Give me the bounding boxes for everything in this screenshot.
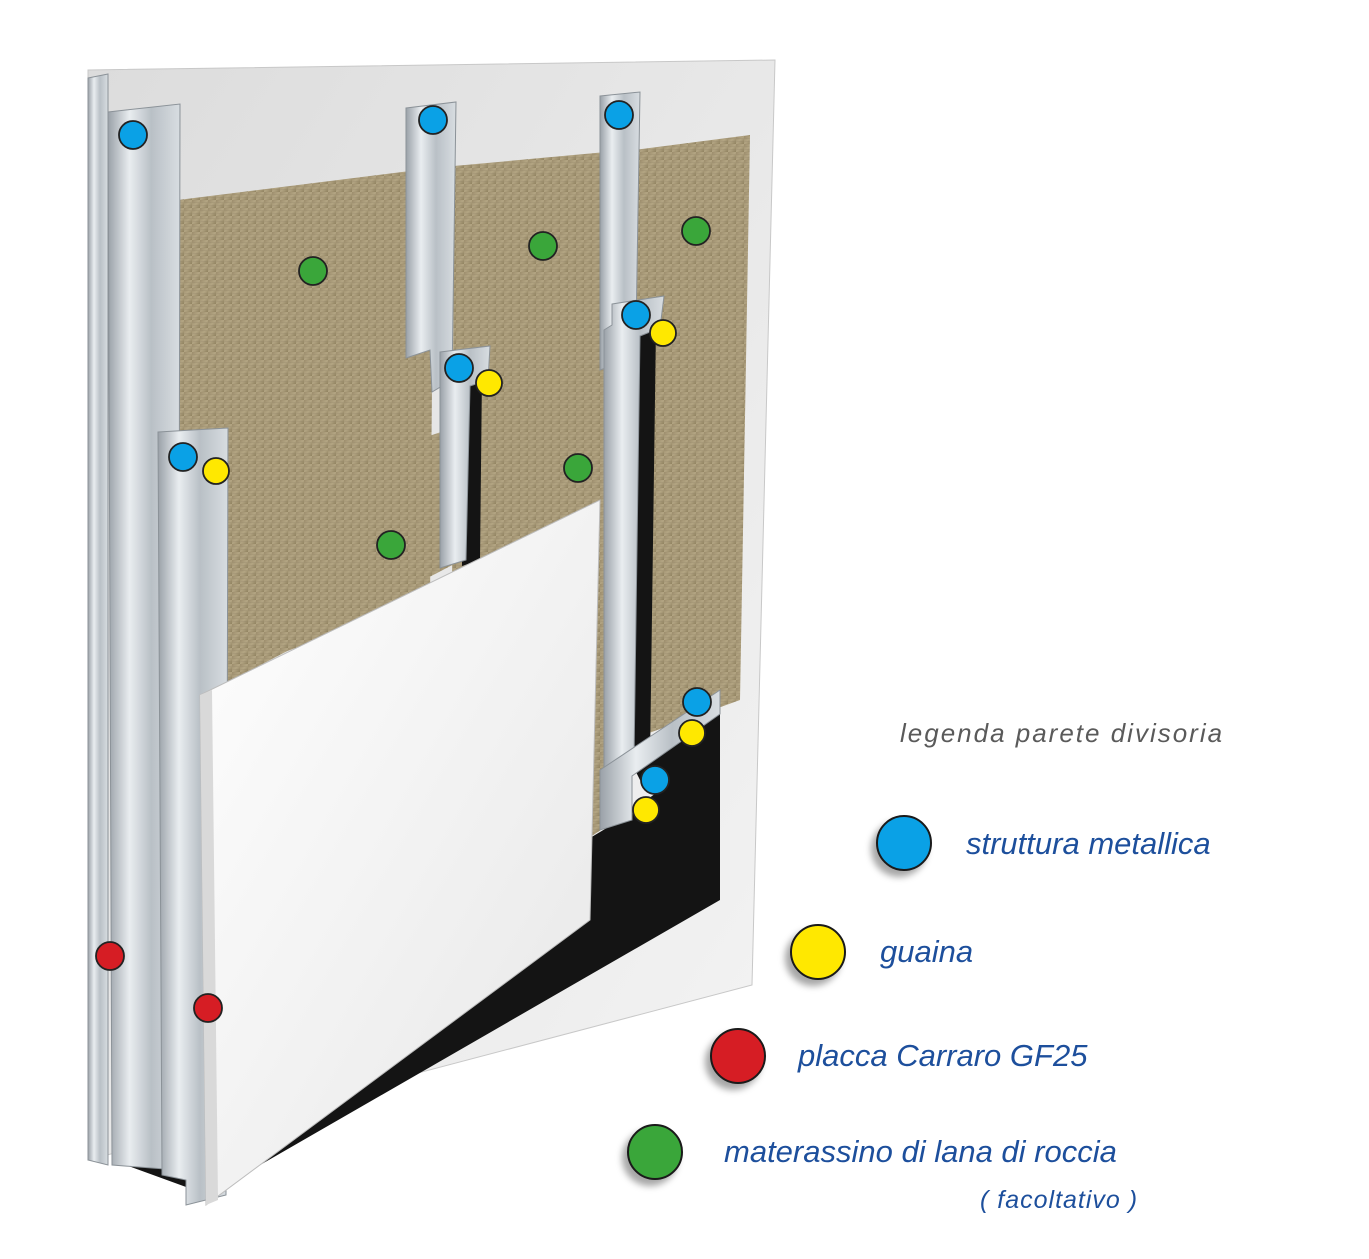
marker-sheath (475, 369, 503, 397)
marker-metal (682, 687, 712, 717)
legend-label-board: placca Carraro GF25 (798, 1038, 1088, 1073)
steel-stud-front-middle (439, 345, 491, 569)
legend-label-sheath: guaina (880, 934, 974, 969)
legend-dot-wool (627, 1124, 683, 1180)
marker-board (95, 941, 125, 971)
marker-wool (563, 453, 593, 483)
marker-sheath (632, 796, 660, 824)
front-board-edge (200, 690, 218, 1205)
legend-label-metal: struttura metallica (966, 826, 1211, 861)
marker-metal (118, 120, 148, 150)
marker-wool (528, 231, 558, 261)
rock-wool-panel-upper-right (630, 135, 750, 740)
marker-metal (168, 442, 198, 472)
legend-dot-metal (876, 815, 932, 871)
steel-stud-middle-upper (405, 101, 457, 393)
marker-metal (444, 353, 474, 383)
sheath-strip-right (608, 325, 656, 790)
legend-label-wool: materassino di lana di roccia (724, 1134, 1117, 1169)
steel-stud-outer-left (87, 73, 109, 1166)
marker-sheath (202, 457, 230, 485)
marker-group-wool (298, 216, 711, 560)
marker-metal (621, 300, 651, 330)
rock-wool-panel-lower-left (222, 425, 462, 685)
marker-metal (640, 765, 670, 795)
marker-board (193, 993, 223, 1023)
marker-group-board (95, 941, 223, 1023)
legend-note-wool: ( facoltativo ) (980, 1186, 1139, 1214)
marker-group-metal (118, 100, 712, 795)
legend-title: legenda parete divisoria (900, 718, 1225, 748)
legend-dot-sheath (790, 924, 846, 980)
marker-sheath (678, 719, 706, 747)
marker-metal (604, 100, 634, 130)
legend-dot-board (710, 1028, 766, 1084)
marker-sheath (649, 319, 677, 347)
marker-wool (376, 530, 406, 560)
marker-group-sheath (202, 319, 706, 824)
marker-wool (681, 216, 711, 246)
marker-wool (298, 256, 328, 286)
marker-metal (418, 105, 448, 135)
